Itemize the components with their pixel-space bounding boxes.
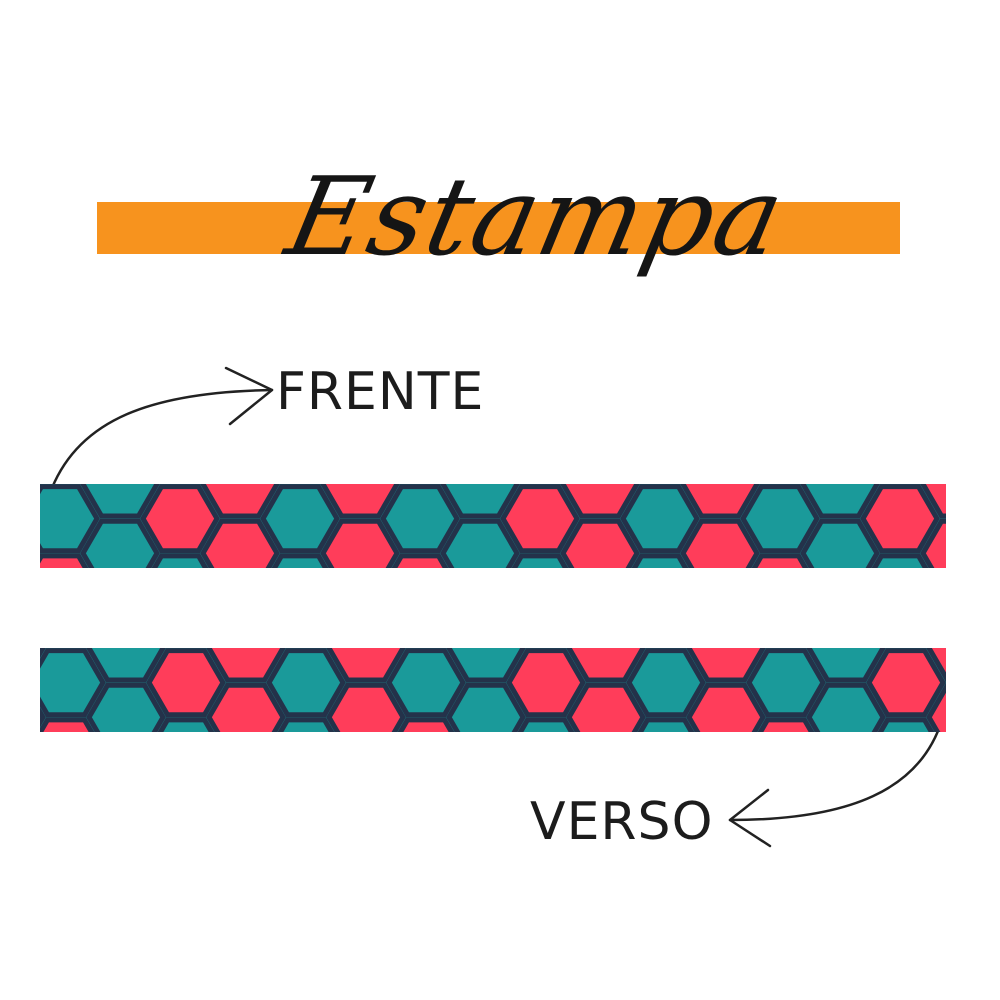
hexagon-cell	[877, 717, 935, 732]
hexagon-cell	[206, 648, 286, 683]
hexagon-cell	[506, 648, 586, 718]
hexagon-cell	[566, 682, 646, 732]
hexagon-cell	[686, 682, 766, 732]
hexagon-cell	[40, 553, 89, 568]
hexagon-cell	[80, 484, 160, 519]
hexagon-cell	[511, 553, 569, 568]
hexagon-cell	[680, 518, 760, 568]
hexagon-cell	[271, 553, 329, 568]
hexagon-cell	[140, 484, 220, 554]
strap-front-pattern	[40, 484, 946, 568]
hexagon-cell	[751, 553, 809, 568]
front-label: FRENTE	[276, 362, 485, 422]
hexagon-cell	[560, 518, 640, 568]
hexagon-cell	[157, 717, 215, 732]
page-title: Estampa	[276, 155, 796, 280]
hexagon-pattern-front	[40, 484, 946, 568]
hexagon-cell	[446, 648, 526, 683]
hexagon-cell	[560, 484, 640, 519]
hexagon-cell	[266, 648, 346, 718]
hexagon-cell	[746, 648, 826, 718]
hexagon-cell	[806, 682, 886, 732]
hexagon-cell	[260, 484, 340, 554]
hexagon-cell	[566, 648, 646, 683]
hexagon-cell	[380, 484, 460, 554]
hexagon-cell	[391, 553, 449, 568]
hexagon-cell	[40, 648, 106, 718]
hexagon-cell	[146, 648, 226, 718]
hexagon-cell	[757, 717, 815, 732]
hexagon-cell	[151, 553, 209, 568]
hexagon-cell	[740, 484, 820, 554]
hexagon-cell	[866, 648, 946, 718]
hexagon-cell	[40, 717, 95, 732]
hexagon-cell	[326, 648, 406, 683]
hexagon-cell	[440, 484, 520, 519]
hexagon-cell	[920, 518, 946, 568]
hexagon-cell	[446, 682, 526, 732]
hexagon-pattern-back	[40, 648, 946, 732]
hexagon-cell	[326, 682, 406, 732]
hexagon-cell	[200, 518, 280, 568]
hexagon-cell	[320, 484, 400, 519]
back-label: VERSO	[530, 792, 714, 852]
hexagon-cell	[800, 518, 880, 568]
hexagon-cell	[40, 484, 100, 554]
hexagon-cell	[860, 484, 940, 554]
hexagon-cell	[40, 707, 46, 728]
hexagon-cell	[871, 553, 929, 568]
title-accent-bar	[97, 202, 900, 254]
hexagon-cell	[517, 717, 575, 732]
hexagon-cell	[386, 648, 466, 718]
hexagon-cell	[86, 648, 166, 683]
hexagon-cell	[40, 648, 46, 659]
hexagon-cell	[620, 484, 700, 554]
hexagon-cell	[920, 484, 946, 519]
hexagon-cell	[440, 518, 520, 568]
strap-back-pattern	[40, 648, 946, 732]
hexagon-cell	[680, 484, 760, 519]
hexagon-cell	[926, 682, 946, 732]
hexagon-cell	[500, 484, 580, 554]
hexagon-cell	[626, 648, 706, 718]
hexagon-cell	[200, 484, 280, 519]
hexagon-cell	[631, 553, 689, 568]
hexagon-cell	[926, 648, 946, 683]
hexagon-cell	[320, 518, 400, 568]
hexagon-cell	[277, 717, 335, 732]
hexagon-cell	[206, 682, 286, 732]
hexagon-cell	[806, 648, 886, 683]
hexagon-cell	[86, 682, 166, 732]
hexagon-cell	[637, 717, 695, 732]
hexagon-cell	[80, 518, 160, 568]
hexagon-cell	[686, 648, 766, 683]
hexagon-cell	[800, 484, 880, 519]
hexagon-cell	[397, 717, 455, 732]
